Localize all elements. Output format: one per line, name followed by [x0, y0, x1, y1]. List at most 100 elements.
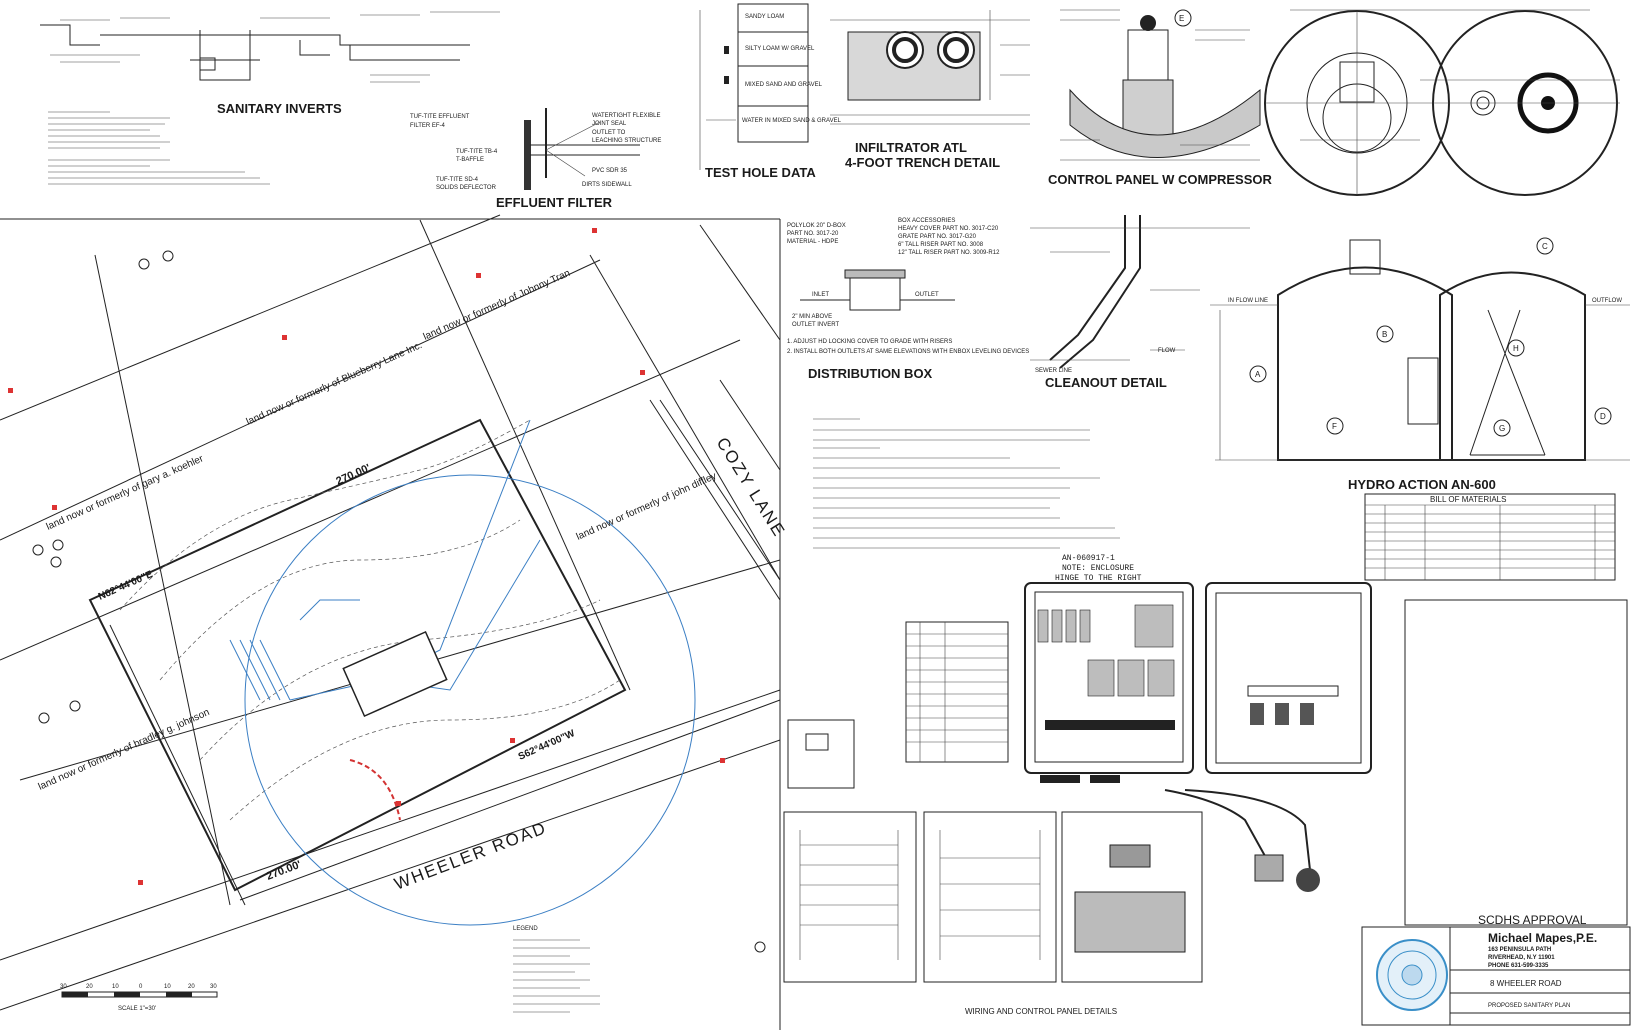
scale-tick: 10	[164, 984, 171, 990]
legend-title: LEGEND	[513, 926, 538, 932]
infiltrator-title-1: INFILTRATOR ATL	[855, 140, 967, 155]
test-hole-layer: SILTY LOAM W/ GRAVEL	[745, 46, 815, 52]
general-notes	[813, 418, 1120, 549]
test-hole-layer: MIXED SAND AND GRAVEL	[745, 82, 823, 88]
hydro-callout: C	[1542, 242, 1548, 251]
hydro-callout: F	[1332, 422, 1337, 431]
dbox-accessory: 6" TALL RISER PART NO. 3008	[898, 242, 984, 248]
distribution-box-title: DISTRIBUTION BOX	[808, 366, 933, 381]
project-address: 8 WHEELER ROAD	[1490, 979, 1562, 988]
land-label-gary: land now or formerly of gary a. koehler	[45, 453, 206, 533]
sanitary-inverts-detail: SANITARY INVERTS	[40, 11, 500, 185]
scale-tick: 20	[188, 984, 195, 990]
hydro-action-tank: A B C D F G H IN FLOW LINE OUTFLOW HYDRO…	[1210, 237, 1630, 492]
engineer-address: 163 PENINSULA PATH	[1488, 947, 1551, 953]
control-panel-enclosure: AN-060917-1 NOTE: ENCLOSURE HINGE TO THE…	[1024, 554, 1372, 783]
sheet-title: PROPOSED SANITARY PLAN	[1488, 1003, 1570, 1009]
dbox-above: 2" MIN ABOVE	[792, 314, 832, 320]
land-label-blueberry: land now or formerly of Blueberry Lane I…	[245, 340, 424, 428]
label-baffle: TUF-TITE TB-4	[456, 149, 498, 155]
scale-tick: 30	[60, 984, 67, 990]
hydro-callout: D	[1600, 412, 1606, 421]
effluent-filter-title: EFFLUENT FILTER	[496, 195, 613, 210]
scale-label: SCALE 1"=30'	[118, 1006, 156, 1012]
cleanout-sewer-line: SEWER LINE	[1035, 368, 1072, 374]
test-hole-data-title: TEST HOLE DATA	[705, 165, 816, 180]
panel-note: NOTE: ENCLOSURE	[1062, 564, 1134, 573]
sanitary-inverts-title: SANITARY INVERTS	[217, 101, 342, 116]
scdhs-approval: SCDHS APPROVAL	[1478, 913, 1587, 927]
scale-tick: 0	[139, 984, 143, 990]
terminal-list	[787, 621, 1009, 789]
cleanout-flow: FLOW	[1158, 348, 1176, 354]
label-outlet-to: OUTLET TO	[592, 130, 626, 136]
road-name-wheeler: WHEELER ROAD	[392, 818, 550, 894]
wiring-details: WIRING AND CONTROL PANEL DETAILS	[783, 811, 1203, 1016]
control-panel-compressor-detail: E CONTROL PANEL W COMPRESSOR	[1048, 9, 1273, 187]
control-panel-title: CONTROL PANEL W COMPRESSOR	[1048, 172, 1273, 187]
label-deflector: TUF-TITE SD-4	[436, 177, 479, 183]
wiring-details-title: WIRING AND CONTROL PANEL DETAILS	[965, 1007, 1117, 1016]
hydro-callout: H	[1513, 344, 1519, 353]
title-block: SCDHS APPROVAL Michael Mapes,P.E. 163 PE…	[1361, 599, 1631, 1026]
panel-model: AN-060917-1	[1062, 554, 1115, 563]
legend: LEGEND	[513, 926, 600, 1013]
label-watertight: WATERTIGHT FLEXIBLE	[592, 113, 660, 119]
engineer-phone: PHONE 631-599-3335	[1488, 963, 1549, 969]
test-hole-layer: SANDY LOAM	[745, 14, 784, 20]
dbox-accessory: 12" TALL RISER PART NO. 3009-R12	[898, 250, 1000, 256]
label-filter-ef4: FILTER EF-4	[410, 123, 446, 129]
test-hole-layer: WATER IN MIXED SAND & GRAVEL	[742, 118, 842, 124]
engineer-seal	[1376, 939, 1448, 1011]
dbox-accessory: HEAVY COVER PART NO. 3017-C20	[898, 226, 999, 232]
dbox-outlet: OUTLET	[915, 292, 939, 298]
test-hole-data-detail: SANDY LOAM SILTY LOAM W/ GRAVEL MIXED SA…	[699, 3, 842, 180]
hydro-outflow-label: OUTFLOW	[1592, 298, 1622, 304]
scale-tick: 30	[210, 984, 217, 990]
effluent-filter-detail: TUF-TITE EFFLUENT FILTER EF-4 WATERTIGHT…	[410, 108, 661, 210]
dimension-top: 270.00'	[334, 462, 372, 488]
hydro-callout: A	[1255, 370, 1261, 379]
panel-hinge: HINGE TO THE RIGHT	[1055, 574, 1142, 583]
tank-plan-view	[1264, 9, 1620, 196]
dbox-part: PART NO. 3017-20	[787, 231, 839, 237]
engineer-name: Michael Mapes,P.E.	[1488, 931, 1597, 945]
site-plan: land now or formerly of Johnny Tran land…	[0, 214, 790, 1013]
label-pvc: PVC SDR 35	[592, 168, 628, 174]
bom-title: BILL OF MATERIALS	[1430, 495, 1506, 504]
dbox-product: POLYLOK 20" D-BOX	[787, 223, 846, 229]
hydro-inflow-label: IN FLOW LINE	[1228, 298, 1268, 304]
bearing-north: N62°44'00"E	[97, 569, 155, 603]
cleanout-title: CLEANOUT DETAIL	[1045, 375, 1167, 390]
scale-tick: 20	[86, 984, 93, 990]
label-tuf-tite-filter: TUF-TITE EFFLUENT	[410, 114, 470, 120]
label-sidewall: DIRTS SIDEWALL	[582, 182, 632, 188]
dbox-note: 2. INSTALL BOTH OUTLETS AT SAME ELEVATIO…	[787, 349, 1029, 355]
hydro-action-title: HYDRO ACTION AN-600	[1348, 477, 1496, 492]
dbox-material: MATERIAL - HDPE	[787, 239, 838, 245]
bearing-south: S62°44'00"W	[517, 728, 577, 763]
hydro-callout: B	[1382, 330, 1387, 339]
svg-text:E: E	[1179, 14, 1184, 23]
scale-bar: 30 20 10 0 10 20 30 SCALE 1"=30'	[60, 984, 218, 1012]
bill-of-materials-table: BILL OF MATERIALS	[1364, 493, 1616, 581]
dbox-above: OUTLET INVERT	[792, 322, 839, 328]
dbox-note: 1. ADJUST HD LOCKING COVER TO GRADE WITH…	[787, 339, 952, 345]
dbox-accessories: BOX ACCESSORIES	[898, 218, 955, 224]
label-joint-seal: JOINT SEAL	[592, 121, 627, 127]
infiltrator-title-2: 4-FOOT TRENCH DETAIL	[845, 155, 1000, 170]
label-t-baffle: T-BAFFLE	[456, 157, 484, 163]
compressor-hoses	[1164, 789, 1320, 892]
scale-tick: 10	[112, 984, 119, 990]
distribution-box-detail: POLYLOK 20" D-BOX PART NO. 3017-20 MATER…	[787, 218, 1029, 381]
infiltrator-detail: INFILTRATOR ATL 4-FOOT TRENCH DETAIL	[830, 10, 1030, 170]
road-name-cozy: COZY LANE	[713, 434, 790, 541]
label-solids-deflector: SOLIDS DEFLECTOR	[436, 185, 497, 191]
dbox-inlet: INLET	[812, 292, 829, 298]
label-leaching-structure: LEACHING STRUCTURE	[592, 138, 661, 144]
hydro-callout: G	[1499, 424, 1505, 433]
dbox-accessory: GRATE PART NO. 3017-G20	[898, 234, 977, 240]
engineer-address: RIVERHEAD, N.Y 11901	[1488, 955, 1555, 961]
cleanout-detail: FLOW SEWER LINE CLEANOUT DETAIL	[1030, 215, 1250, 390]
